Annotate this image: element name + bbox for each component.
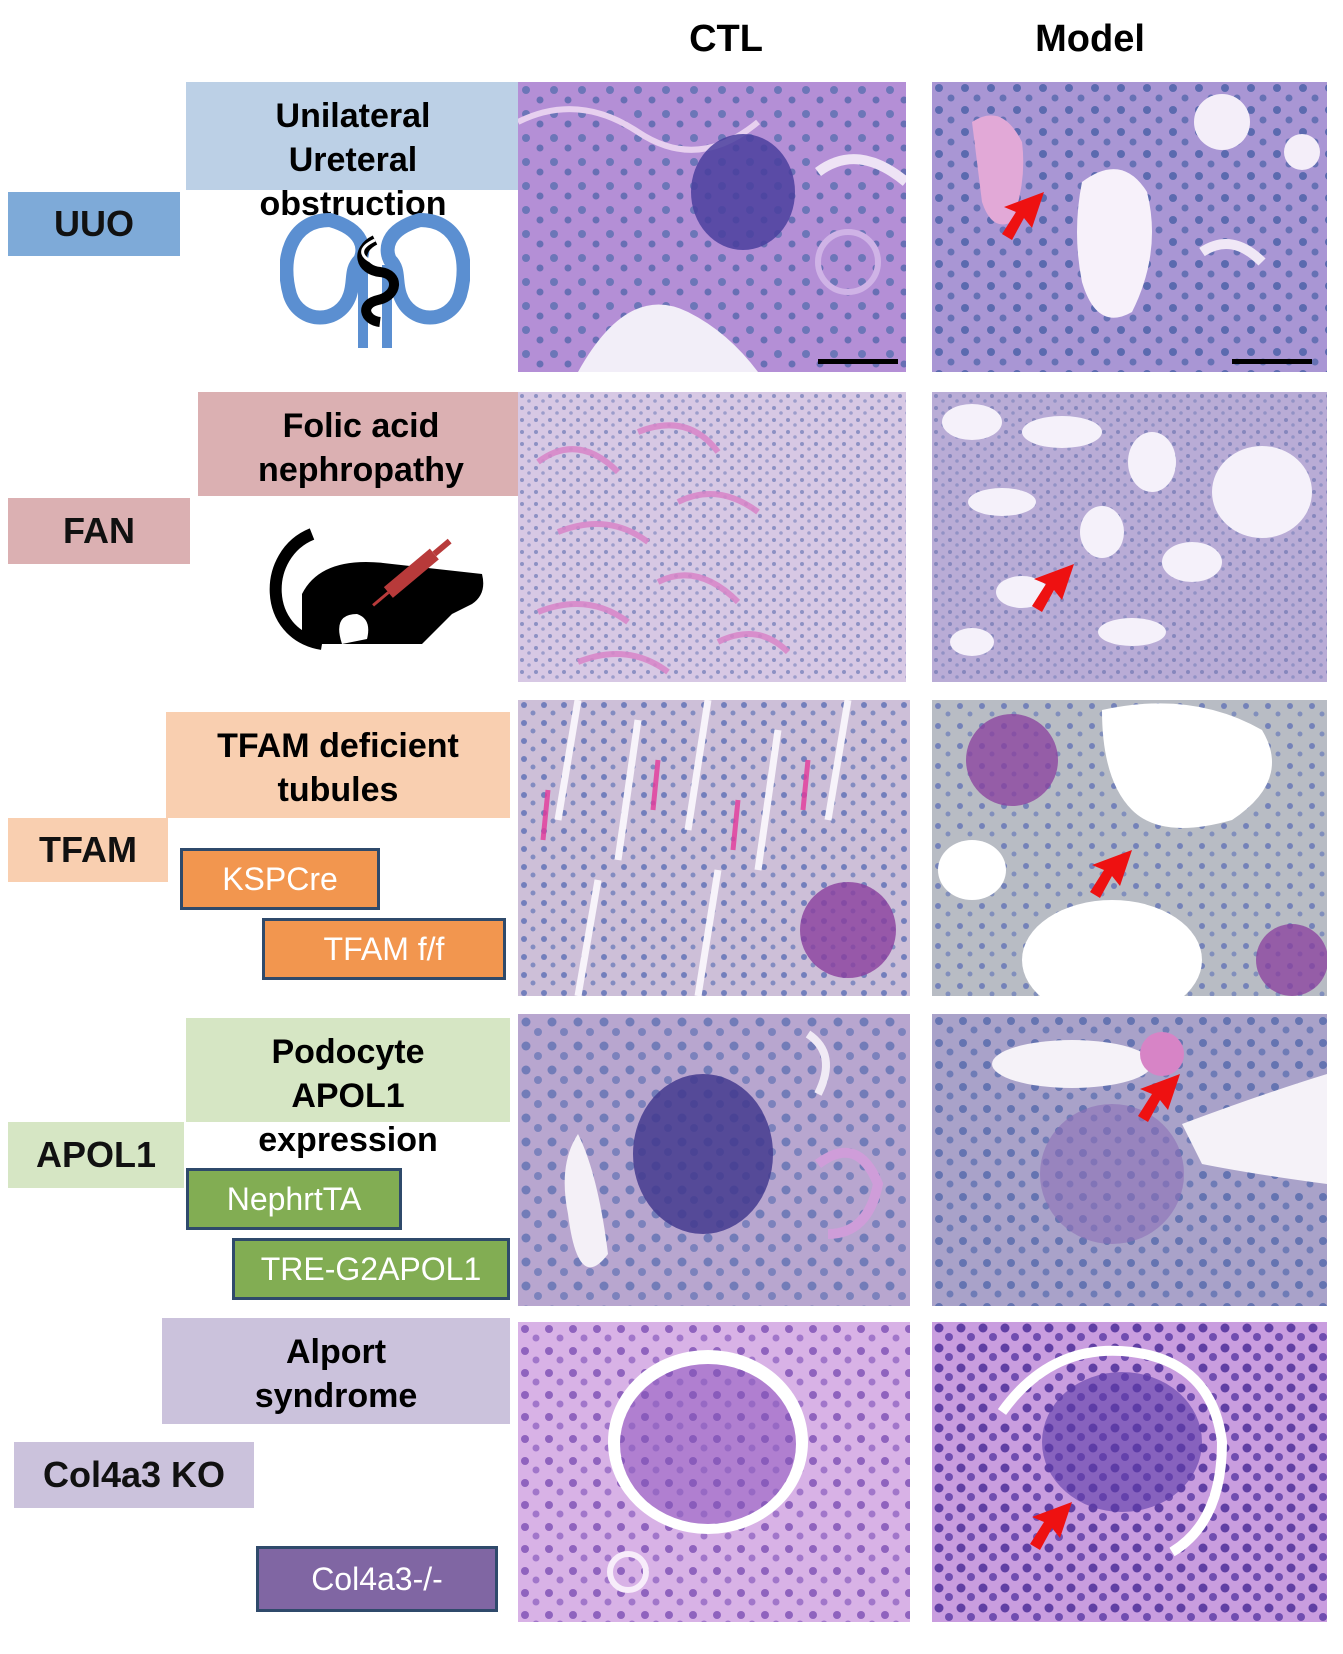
uuo-desc-line-1: Unilateral — [275, 97, 431, 135]
uuo-description: Unilateral Ureteral obstruction — [186, 82, 520, 223]
uuo-model-scale-bar — [1232, 359, 1312, 364]
apol1-model-micrograph — [932, 1014, 1327, 1306]
fan-desc-line-1: Folic acid — [282, 407, 440, 445]
tfam-gene-kspcre: KSPCre — [180, 848, 380, 910]
fan-ctl-micrograph — [518, 392, 906, 682]
kidney-knot-icon — [280, 212, 470, 348]
col-model-arrow — [1030, 1502, 1072, 1550]
uuo-desc-line-2: Ureteral — [288, 141, 418, 179]
apol1-description: Podocyte APOL1 expression — [186, 1018, 510, 1159]
uuo-tag: UUO — [8, 192, 180, 256]
tfam-desc-line-2: tubules — [277, 771, 399, 809]
apol1-desc-line-3: expression — [258, 1121, 438, 1159]
tfam-ctl-micrograph — [518, 700, 910, 996]
fan-desc-line-2: nephropathy — [258, 451, 464, 489]
column-header-model: Model — [1035, 18, 1145, 60]
tfam-tag: TFAM — [8, 818, 168, 882]
apol1-ctl-micrograph — [518, 1014, 910, 1306]
fan-tag: FAN — [8, 498, 190, 564]
col-desc-line-2: syndrome — [254, 1377, 418, 1415]
tfam-model-arrow — [1090, 850, 1132, 898]
fan-model-arrow — [1032, 564, 1074, 612]
tfam-desc-line-1: TFAM deficient — [217, 727, 459, 765]
apol1-desc-line-2: APOL1 — [291, 1077, 405, 1115]
col-ctl-micrograph — [518, 1322, 910, 1622]
col-gene-col4a3: Col4a3-/- — [256, 1546, 498, 1612]
uuo-model-arrow — [1002, 192, 1044, 240]
apol1-model-arrow — [1138, 1074, 1180, 1122]
fan-model-micrograph — [932, 392, 1327, 682]
tfam-gene-tfamff: TFAM f/f — [262, 918, 506, 980]
uuo-ctl-scale-bar — [818, 359, 898, 364]
tfam-description: TFAM deficient tubules — [166, 712, 510, 818]
apol1-tag: APOL1 — [8, 1122, 184, 1188]
col-tag: Col4a3 KO — [14, 1442, 254, 1508]
apol1-desc-line-1: Podocyte — [271, 1033, 425, 1071]
col-model-micrograph — [932, 1322, 1327, 1622]
mouse-injection-icon — [269, 528, 484, 650]
tfam-model-micrograph — [932, 700, 1327, 996]
col-description: Alport syndrome — [162, 1318, 510, 1424]
col-desc-line-1: Alport — [285, 1333, 387, 1371]
column-header-ctl: CTL — [689, 18, 763, 60]
apol1-gene-tre-g2apol1: TRE-G2APOL1 — [232, 1238, 510, 1300]
fan-description: Folic acid nephropathy — [198, 392, 524, 496]
apol1-gene-nephrtta: NephrtTA — [186, 1168, 402, 1230]
uuo-ctl-micrograph — [518, 82, 906, 372]
uuo-model-micrograph — [932, 82, 1327, 372]
